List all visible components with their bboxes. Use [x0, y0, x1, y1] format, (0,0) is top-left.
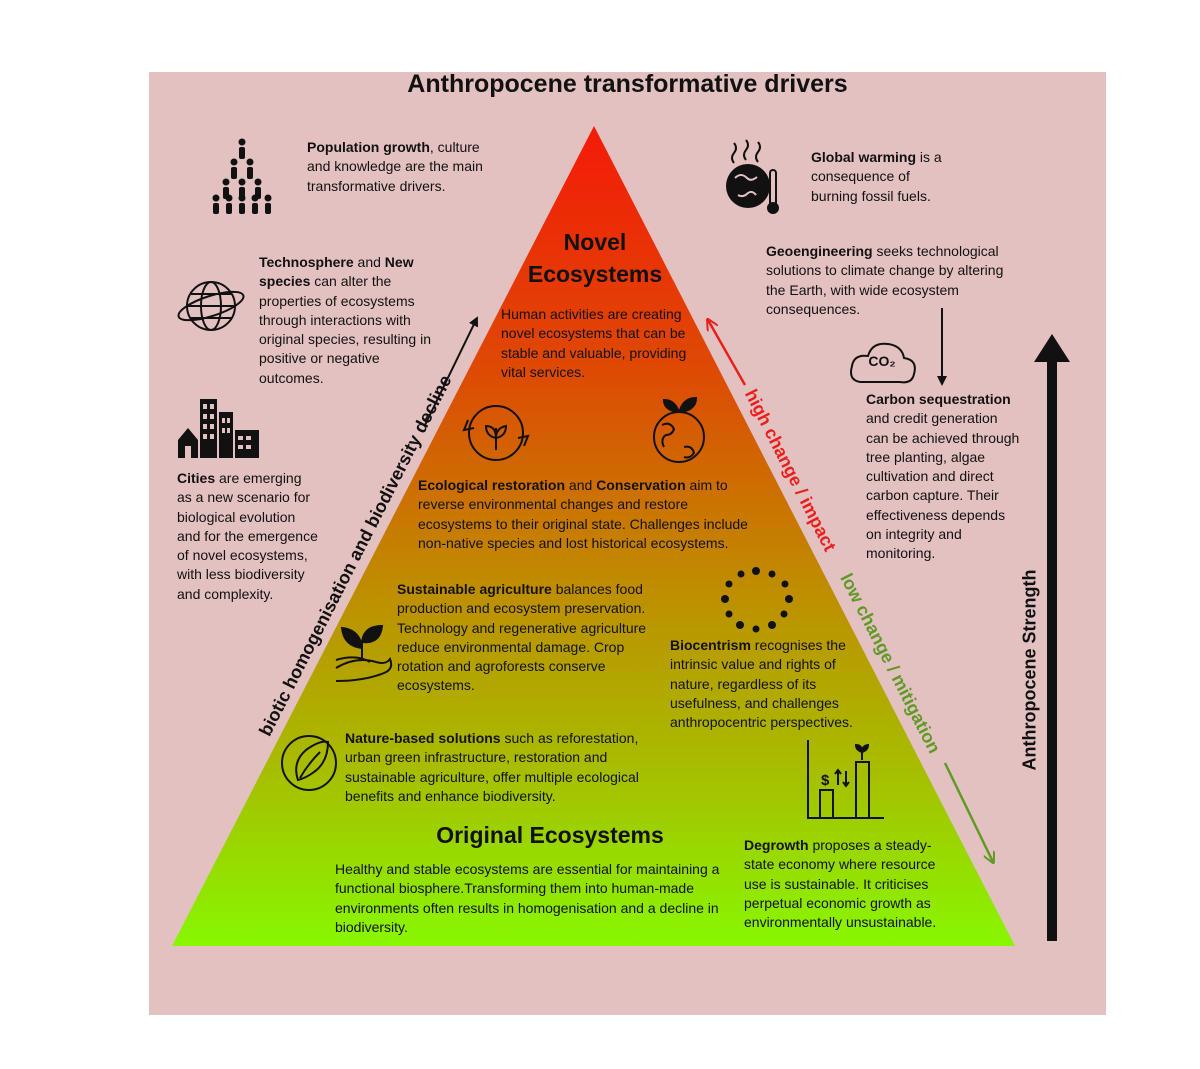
city-icon — [178, 399, 259, 458]
dollar-sign-icon: $ — [821, 772, 830, 789]
earth-leaves-icon — [653, 396, 705, 463]
global-warming-text: Global warming is a consequence of burni… — [811, 149, 942, 204]
strength-arrow-head — [1034, 334, 1070, 362]
diagram-title: Anthropocene transformative drivers — [407, 70, 848, 98]
low-change-arrow — [943, 762, 993, 862]
left-diagonal-arrow — [424, 316, 479, 426]
degrowth-chart-icon: $ — [807, 740, 884, 819]
population-text: Population growth, culture and knowledge… — [307, 139, 483, 194]
degrowth-text: Degrowth proposes a steady-state economy… — [744, 837, 937, 931]
pyramid — [172, 126, 1015, 946]
agriculture-text: Sustainable agriculture balances food pr… — [397, 581, 647, 694]
biocentrism-icon — [721, 567, 793, 633]
novel-description: Human activities are creating novel ecos… — [501, 306, 687, 380]
population-icon — [212, 138, 272, 214]
strength-arrow-shaft — [1047, 355, 1057, 941]
original-description: Healthy and stable ecosystems are essent… — [335, 861, 720, 935]
high-change-arrow — [708, 320, 747, 386]
geoengineering-text: Geoengineering seeks technological solut… — [766, 243, 1004, 317]
leaf-circle-icon — [281, 735, 337, 791]
base-title: Original Ecosystems — [436, 822, 664, 848]
nbs-text: Nature-based solutions such as reforesta… — [345, 730, 639, 804]
hand-plant-icon — [335, 624, 393, 682]
strength-label: Anthropocene Strength — [1019, 569, 1040, 771]
restoration-cycle-icon — [462, 405, 530, 461]
apex-title-line1: Novel — [563, 229, 627, 255]
restoration-text: Ecological restoration and Conservation … — [418, 477, 748, 551]
co2-cloud-icon: CO₂ — [850, 342, 916, 384]
technosphere-text: Technosphere and New species can alter t… — [259, 254, 431, 386]
biocentrism-text: Biocentrism recognises the intrinsic val… — [670, 637, 853, 731]
cities-text: Cities are emerging as a new scenario fo… — [177, 470, 318, 602]
apex-title: Novel Ecosystems — [505, 226, 685, 290]
carbon-text: Carbon sequestration and credit generati… — [866, 391, 1020, 562]
globe-icon — [177, 281, 245, 331]
apex-title-line2: Ecosystems — [527, 261, 663, 287]
global-warming-icon — [726, 139, 779, 214]
co2-label: CO₂ — [868, 353, 895, 369]
